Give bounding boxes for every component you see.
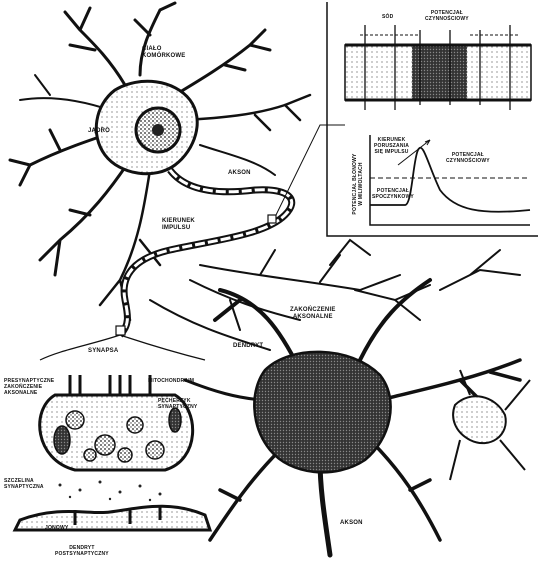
label-synapse: SYNAPSA [88,348,118,355]
synapse-inset [15,335,210,530]
label-axon-terminal: ZAKOŃCZENIE AKSONALNE [290,307,336,321]
graph-label-action-potential: POTENCJAŁ CZYNNOŚCIOWY [446,152,490,164]
membrane-label-action-potential: POTENCJAŁ CZYNNOŚCIOWY [425,10,469,22]
label-ionic: JONOWY [45,525,68,531]
membrane-label-sodium: SÓD [382,14,393,20]
graph-label-resting-potential: POTENCJAŁ SPOCZYNKOWY [372,188,414,200]
label-cell-body: CIAŁO KOMÓRKOWE [142,46,185,60]
label-axon-bottom: AKSON [340,520,363,527]
label-axon-top: AKSON [228,170,251,177]
label-presynaptic-terminal: PRESYNAPTYCZNE ZAKOŃCZENIE AKSONALNE [4,378,54,396]
label-synaptic-cleft: SZCZELINA SYNAPTYCZNA [4,478,44,490]
label-mitochondrion: MITOCHONDRIUM [148,378,194,384]
label-synaptic-vesicle: PĘCHERZYK SYNAPTYCZNY [158,398,197,410]
label-dendrite: DENDRYT [233,343,263,350]
label-nucleus: JĄDRO [88,128,110,135]
lower-cell-body [254,352,390,473]
label-impulse-direction: KIERUNEK IMPULSU [162,218,195,232]
graph-ylabel: POTENCJAŁ BŁONOWY W MILIWOLTACH [352,144,364,224]
graph-label-impulse-movement: KIERUNEK PORUSZANIA SIĘ IMPULSU [374,137,409,155]
label-postsynaptic-dendrite: DENDRYT POSTSYNAPTYCZNY [55,545,109,557]
